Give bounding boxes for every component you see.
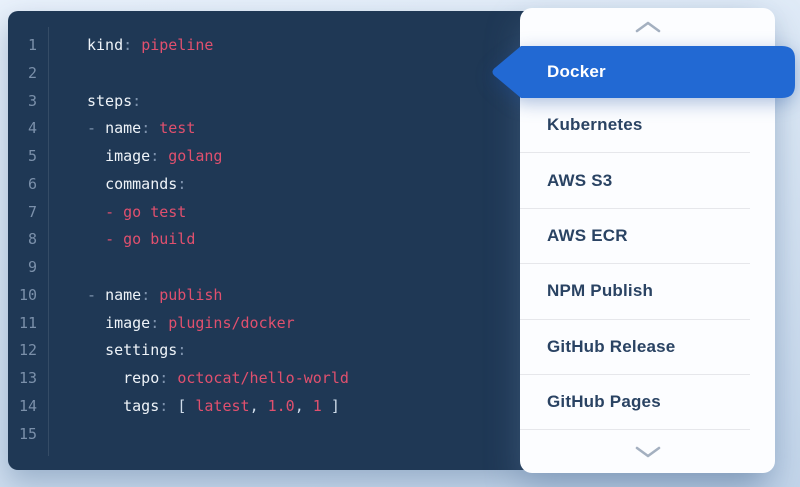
code-line-13: 13 repo: octocat/hello-world: [8, 365, 760, 393]
plugin-item-docker-selected[interactable]: Docker: [492, 46, 795, 98]
code-line-5: 5 image: golang: [8, 143, 760, 171]
code-line-15: 15: [8, 421, 760, 449]
code-line-14: 14 tags: [ latest, 1.0, 1 ]: [8, 393, 760, 421]
plugin-item-label: GitHub Release: [547, 336, 676, 356]
code-text: [48, 421, 87, 449]
code-line-10: 10 - name: publish: [8, 282, 760, 310]
code-text: image: golang: [105, 147, 223, 165]
plugin-item-label: GitHub Pages: [547, 392, 661, 412]
code-text: [48, 60, 87, 88]
code-lines: 1 kind: pipeline 2 3 steps: 4 - name: test 5 im…: [8, 32, 760, 448]
line-number: 13: [18, 369, 37, 387]
code-line-12: 12 settings:: [8, 337, 760, 365]
selected-tag-shape: [492, 46, 795, 98]
line-number: 8: [27, 230, 37, 249]
plugin-item-aws-ecr[interactable]: AWS ECR: [520, 209, 750, 265]
line-number: 12: [18, 341, 37, 360]
scroll-down-button[interactable]: [520, 430, 775, 473]
scroll-up-button[interactable]: [520, 8, 775, 46]
code-text: tags: [ latest, 1.0, 1 ]: [123, 396, 340, 415]
line-number: 3: [27, 91, 37, 110]
code-text: [48, 254, 87, 282]
plugin-item-github-release[interactable]: GitHub Release: [520, 320, 750, 375]
line-number: 9: [27, 258, 37, 276]
code-line-2: 2: [8, 60, 760, 88]
code-text: - name: test: [87, 119, 196, 138]
code-line-9: 9: [8, 254, 760, 282]
code-text: commands:: [105, 174, 187, 193]
gutter-divider: [48, 27, 49, 456]
code-text: repo: octocat/hello-world: [123, 369, 349, 387]
line-number: 11: [18, 313, 37, 332]
code-text: - name: publish: [87, 285, 223, 304]
line-number: 6: [27, 174, 37, 193]
code-text: - go build: [105, 230, 196, 249]
code-line-1: 1 kind: pipeline: [8, 32, 760, 60]
line-number: 4: [27, 119, 37, 138]
code-line-4: 4 - name: test: [8, 115, 760, 143]
plugin-item-label: AWS ECR: [547, 225, 628, 245]
line-number: 7: [27, 202, 37, 221]
code-line-6: 6 commands:: [8, 171, 760, 199]
code-text: steps:: [87, 91, 142, 110]
code-text: image: plugins/docker: [105, 313, 295, 332]
line-number: 1: [27, 36, 37, 54]
plugin-item-kubernetes[interactable]: Kubernetes: [520, 98, 750, 154]
code-text: kind: pipeline: [87, 36, 214, 54]
chevron-up-icon: [635, 21, 660, 33]
line-number: 15: [18, 424, 37, 443]
code-line-11: 11 image: plugins/docker: [8, 310, 760, 338]
code-line-7: 7 - go test: [8, 199, 760, 227]
plugin-item-npm-publish[interactable]: NPM Publish: [520, 264, 750, 320]
line-number: 5: [27, 147, 37, 165]
code-text: settings:: [105, 341, 187, 360]
plugin-item-label: NPM Publish: [547, 281, 654, 301]
code-text: - go test: [105, 202, 187, 221]
plugin-item-github-pages[interactable]: GitHub Pages: [520, 375, 750, 431]
plugin-item-label: Docker: [547, 62, 606, 81]
code-line-3: 3 steps:: [8, 88, 760, 116]
line-number: 14: [18, 396, 37, 415]
line-number: 2: [27, 63, 37, 82]
line-number: 10: [18, 285, 37, 304]
chevron-down-icon: [635, 446, 660, 457]
plugin-item-label: AWS S3: [547, 170, 613, 190]
plugin-item-label: Kubernetes: [547, 115, 643, 135]
plugin-item-aws-s3[interactable]: AWS S3: [520, 153, 750, 209]
code-line-8: 8 - go build: [8, 226, 760, 254]
